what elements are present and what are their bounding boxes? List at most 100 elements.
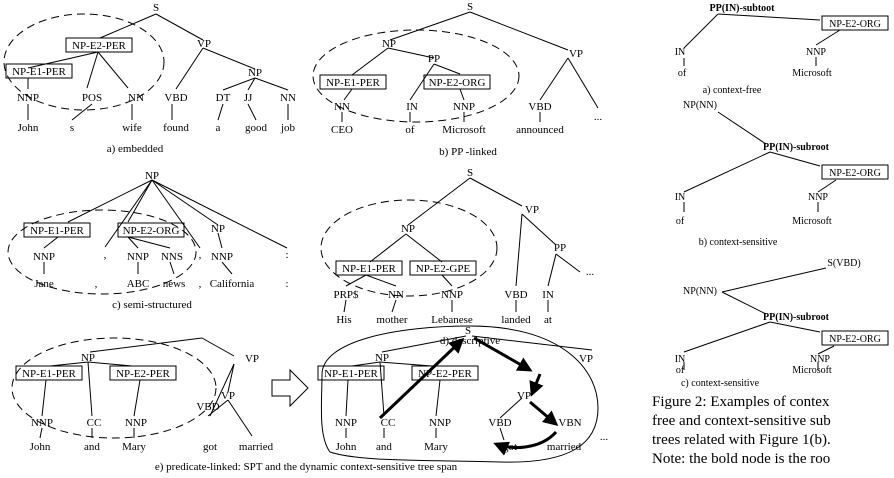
- node-label: NP: [248, 67, 262, 79]
- word: married: [547, 441, 582, 453]
- word: of: [676, 365, 685, 376]
- word: a: [216, 122, 221, 134]
- node-label-bold: PP(IN)-subroot: [763, 142, 830, 153]
- entity-box: [117, 222, 185, 238]
- word: Mary: [122, 441, 146, 453]
- figure-2-caption: Figure 2: Examples of contex free and co…: [652, 393, 894, 469]
- word: and: [84, 441, 100, 453]
- node-label: NP: [382, 38, 396, 50]
- side-tree-context-free-labels: PP(IN)-subtoot NP-E2-ORG IN NNP of Micro…: [675, 3, 881, 96]
- node-label: NP: [145, 170, 159, 182]
- word: job: [280, 122, 296, 134]
- word: s: [70, 122, 74, 134]
- node-label: S(VBD): [827, 258, 860, 269]
- tree-predicate-linked-left: [11, 337, 253, 439]
- entity-box: [821, 330, 889, 346]
- node-label: NNP: [453, 101, 475, 113]
- node-label: NP: [81, 352, 95, 364]
- word: news: [163, 278, 186, 290]
- word: ...: [600, 431, 609, 443]
- span-region: [312, 29, 520, 123]
- node-label: VP: [245, 353, 259, 365]
- node-label: VBD: [504, 289, 527, 301]
- tree-embedded: [3, 13, 289, 121]
- tree-predicate-linked-right-labels: S NP VP VP NP-E1-PER NP-E2-PER NNP CC NN…: [324, 325, 608, 453]
- node-label: VP: [221, 390, 235, 402]
- entity-box: [23, 222, 91, 238]
- side-tree-context-sensitive-2-labels: S(VBD) NP(NN) PP(IN)-subroot NP-E2-ORG I…: [675, 258, 881, 389]
- node-label: NNP: [33, 251, 55, 263]
- caption-line: trees related with Figure 1(b).: [652, 432, 831, 448]
- node-label: VBD: [196, 401, 219, 413]
- node-label: CC: [87, 417, 102, 429]
- span-region: [320, 199, 498, 297]
- node-label: NP-E1-PER: [30, 225, 84, 237]
- node-label: NP-E2-ORG: [429, 77, 486, 89]
- node-label: S: [153, 2, 159, 14]
- node-label: IN: [675, 354, 686, 365]
- tree-predicate-linked-left-labels: NP VP VP NP-E1-PER NP-E2-PER NNP CC NNP …: [22, 352, 273, 453]
- word: Microsoft: [792, 68, 832, 79]
- tree-descriptive: [320, 177, 581, 313]
- node-label: NN: [280, 92, 296, 104]
- word: announced: [516, 124, 564, 136]
- node-label: NP: [401, 223, 415, 235]
- word: CEO: [331, 124, 353, 136]
- entity-box: [821, 15, 889, 31]
- word: Jane: [34, 278, 54, 290]
- node-label: ,: [104, 249, 107, 261]
- word: Microsoft: [442, 124, 485, 136]
- word: found: [163, 122, 189, 134]
- word: John: [18, 122, 39, 134]
- side-tree-context-sensitive-2: [683, 267, 889, 370]
- word: married: [239, 441, 274, 453]
- word: of: [676, 216, 685, 227]
- node-label: NNP: [806, 47, 826, 58]
- side-tree-context-free: [683, 13, 889, 66]
- word: of: [405, 124, 415, 136]
- node-label: VP: [579, 353, 593, 365]
- word: ,: [95, 278, 98, 290]
- node-label: NNP: [335, 417, 357, 429]
- node-label: NNP: [429, 417, 451, 429]
- entity-box: [65, 37, 133, 53]
- word: ...: [594, 111, 603, 123]
- word: Mary: [424, 441, 448, 453]
- tree-semi-structured-labels: NP NP-E1-PER NP-E2-ORG NP NNP , NNP NNS …: [30, 170, 288, 311]
- node-label: IN: [542, 289, 554, 301]
- word: :: [285, 278, 288, 290]
- entity-box: [319, 74, 387, 90]
- node-label: NP-E2-ORG: [123, 225, 180, 237]
- node-label: CC: [381, 417, 396, 429]
- word: His: [336, 314, 351, 326]
- node-label: VBD: [488, 417, 511, 429]
- word: good: [245, 122, 268, 134]
- word: of: [678, 68, 687, 79]
- entity-box: [317, 365, 385, 381]
- node-label: VP: [197, 38, 211, 50]
- word: ABC: [127, 278, 150, 290]
- transform-arrow-icon: [271, 368, 309, 408]
- node-label: VP: [569, 48, 583, 60]
- node-label: NNP: [31, 417, 53, 429]
- tree-semi-structured: [7, 179, 288, 295]
- node-label: NNP: [125, 417, 147, 429]
- node-label: NP: [211, 223, 225, 235]
- node-label: VBD: [164, 92, 187, 104]
- word: ,: [199, 278, 202, 290]
- node-label: NNP: [808, 192, 828, 203]
- node-label: NN: [388, 289, 404, 301]
- node-label: NNP: [211, 251, 233, 263]
- node-label: NN: [128, 92, 144, 104]
- entity-box: [109, 365, 177, 381]
- tree-caption: c) context-sensitive: [681, 378, 760, 389]
- node-label: NP-E2-PER: [116, 368, 170, 380]
- node-label: NP-E2-GPE: [416, 263, 471, 275]
- node-label: NP-E2-PER: [72, 40, 126, 52]
- node-label: NNP: [127, 251, 149, 263]
- node-label: S: [467, 1, 473, 13]
- node-label: VP: [525, 204, 539, 216]
- entity-box: [821, 164, 889, 180]
- span-region: [11, 337, 217, 439]
